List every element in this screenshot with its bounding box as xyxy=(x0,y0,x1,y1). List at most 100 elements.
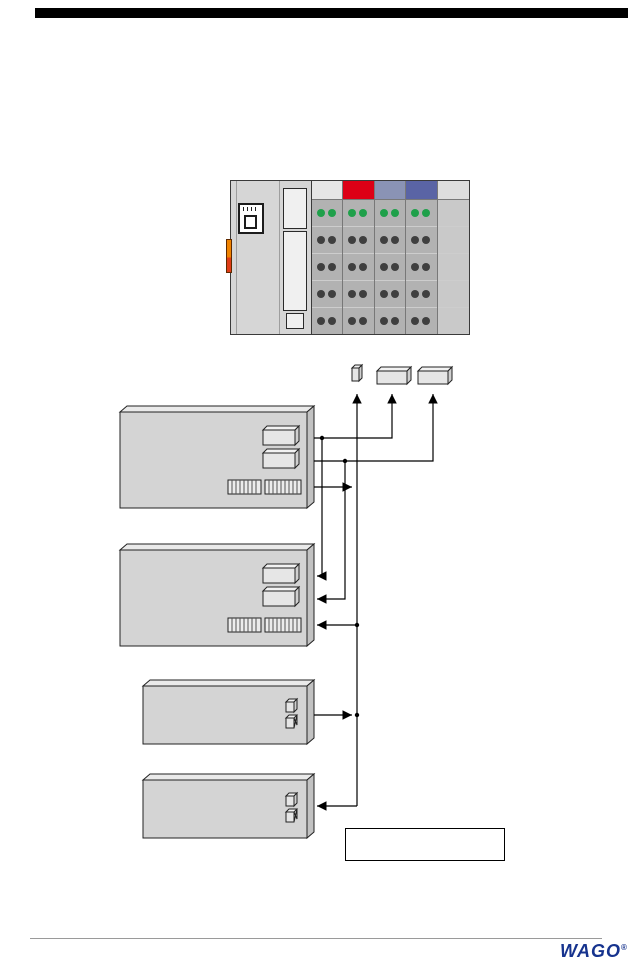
coupler-divider xyxy=(279,181,280,334)
contact-row xyxy=(312,227,343,254)
release-latch-icon xyxy=(226,239,232,273)
led-row xyxy=(406,200,437,227)
contact-row xyxy=(406,227,437,254)
junction-dot xyxy=(319,435,325,441)
contact-point xyxy=(317,236,325,244)
contact-point xyxy=(422,290,431,298)
status-led xyxy=(422,209,431,217)
wago-logo: WAGO® xyxy=(560,941,628,962)
contact-row xyxy=(406,308,436,334)
io-module-4 xyxy=(406,181,438,334)
page-header-bar xyxy=(35,8,628,18)
registered-mark: ® xyxy=(621,943,628,952)
contact-point xyxy=(359,290,368,298)
line-block1-to-icon1 xyxy=(314,394,397,439)
status-led xyxy=(411,209,420,217)
ethernet-pin-block xyxy=(244,215,257,229)
end-plate-row xyxy=(438,308,469,334)
legend-box xyxy=(345,828,505,861)
status-led xyxy=(317,209,325,217)
end-plate-row xyxy=(437,254,470,281)
line-to-block2-port2 xyxy=(317,461,346,604)
module-color-band xyxy=(374,181,406,200)
contact-point xyxy=(348,236,357,244)
contact-point xyxy=(390,263,399,271)
contact-point xyxy=(359,317,368,325)
contact-point xyxy=(317,317,325,325)
contact-point xyxy=(348,290,357,298)
coupler-display-field xyxy=(283,188,307,229)
io-module-1 xyxy=(312,181,344,334)
module-color-band xyxy=(437,181,470,200)
junction-dot xyxy=(342,458,348,464)
status-led xyxy=(390,209,399,217)
status-led xyxy=(379,209,388,217)
contact-row xyxy=(343,308,373,334)
led-row xyxy=(312,200,343,227)
end-module-icon xyxy=(350,363,364,383)
contact-row xyxy=(343,254,374,281)
contact-point xyxy=(379,236,388,244)
module-color-band xyxy=(406,181,437,200)
contact-point xyxy=(348,317,357,325)
end-plate-row xyxy=(437,281,470,308)
contact-row xyxy=(312,281,343,308)
end-module xyxy=(437,181,470,334)
contact-point xyxy=(411,290,420,298)
contact-point xyxy=(411,317,420,325)
fieldbus-node-illustration xyxy=(226,180,470,335)
contact-row xyxy=(375,308,405,334)
footer-rule xyxy=(30,938,602,939)
wago-logo-text: WAGO xyxy=(560,941,621,961)
contact-point xyxy=(328,263,336,271)
contact-point xyxy=(379,263,388,271)
contact-row xyxy=(312,308,342,334)
junction-dots xyxy=(319,435,360,718)
contact-point xyxy=(422,263,431,271)
device-block-2 xyxy=(119,543,315,647)
line-to-block2-port1 xyxy=(317,438,327,581)
bus-module-icon-1 xyxy=(375,365,413,386)
led-row xyxy=(343,200,374,227)
module-color-band xyxy=(343,181,374,200)
io-module-2 xyxy=(343,181,375,334)
contact-point xyxy=(411,236,420,244)
bus-module-icon-2 xyxy=(416,365,454,386)
contact-row xyxy=(312,254,343,281)
contact-row xyxy=(374,227,406,254)
io-module-3 xyxy=(374,181,407,334)
status-led xyxy=(348,209,357,217)
ethernet-port-icon xyxy=(238,203,264,234)
contact-point xyxy=(317,290,325,298)
contact-row xyxy=(343,227,374,254)
junction-dot xyxy=(354,622,360,628)
contact-point xyxy=(379,290,388,298)
contact-point xyxy=(422,236,431,244)
led-row xyxy=(374,200,406,227)
contact-point xyxy=(348,263,357,271)
contact-point xyxy=(422,317,431,325)
contact-row xyxy=(343,281,374,308)
contact-point xyxy=(328,290,336,298)
contact-point xyxy=(390,317,399,325)
contact-point xyxy=(390,236,399,244)
contact-point xyxy=(359,263,368,271)
contact-row xyxy=(406,281,437,308)
contact-point xyxy=(317,263,325,271)
status-led xyxy=(328,209,336,217)
contact-row xyxy=(374,281,406,308)
device-block-3 xyxy=(142,679,315,745)
module-color-band xyxy=(312,181,343,200)
device-block-1 xyxy=(119,405,315,509)
coupler-locking-foot xyxy=(286,313,304,329)
coupler-edge-line xyxy=(236,181,237,334)
junction-dot xyxy=(354,712,360,718)
line-block1-to-icon2 xyxy=(314,394,438,462)
io-module-grid xyxy=(312,180,470,335)
signal-lines xyxy=(314,394,438,811)
contact-row xyxy=(406,254,437,281)
end-plate-row xyxy=(437,227,470,254)
device-block-4 xyxy=(142,773,315,839)
